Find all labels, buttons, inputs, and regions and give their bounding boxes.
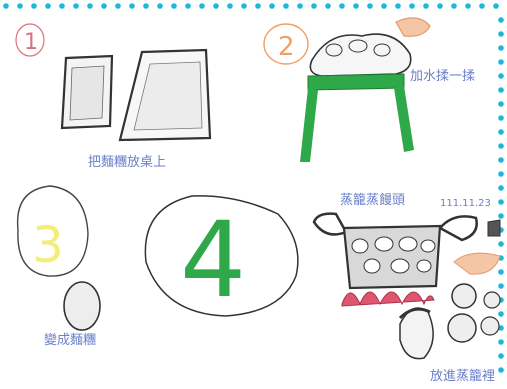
border-dot: [269, 3, 275, 9]
border-dot: [311, 3, 317, 9]
result-title: 蒸籠蒸饅頭: [340, 192, 405, 208]
border-dot: [498, 199, 504, 205]
steamer-result: 蒸籠蒸饅頭 111.11.23 放進蒸籠裡: [312, 192, 501, 384]
border-dot: [409, 3, 415, 9]
border-dot: [498, 157, 504, 163]
border-dot: [493, 3, 499, 9]
step-3: 3 變成麵糰: [16, 185, 101, 348]
border-dot: [199, 3, 205, 9]
border-dot: [213, 3, 219, 9]
step-4-number: 4: [180, 199, 246, 321]
dough-ball: [63, 281, 101, 331]
border-dot: [498, 101, 504, 107]
step-4-number-circle: [144, 195, 299, 317]
border-dot: [241, 3, 247, 9]
border-dot: [498, 367, 504, 373]
border-dot: [3, 3, 9, 9]
border-dot: [395, 3, 401, 9]
border-dot: [59, 3, 65, 9]
border-dot: [498, 185, 504, 191]
border-dot: [101, 3, 107, 9]
border-dot: [479, 3, 485, 9]
step-1: 1 把麵糰放桌上: [15, 23, 212, 170]
border-dot: [157, 3, 163, 9]
step-3-caption: 變成麵糰: [44, 332, 96, 348]
border-dot: [171, 3, 177, 9]
border-dot: [115, 3, 121, 9]
border-dot: [45, 3, 51, 9]
border-dot: [498, 143, 504, 149]
border-dot: [498, 59, 504, 65]
step-3-number: 3: [32, 216, 64, 274]
child-face: [398, 307, 434, 360]
step-1-caption: 把麵糰放桌上: [88, 155, 166, 170]
border-dot: [143, 3, 149, 9]
step-2-caption: 加水揉一揉: [410, 69, 475, 84]
border-dot: [227, 3, 233, 9]
border-dot: [129, 3, 135, 9]
border-dot: [498, 45, 504, 51]
border-dot: [87, 3, 93, 9]
border-dot: [498, 353, 504, 359]
result-date: 111.11.23: [440, 198, 491, 209]
dough-pieces-on-table: [60, 48, 212, 142]
step-2: 2 加水揉一揉: [263, 17, 475, 162]
border-dot: [498, 129, 504, 135]
border-dot: [498, 17, 504, 23]
border-dot: [498, 87, 504, 93]
step-2-number-circle: [263, 23, 309, 65]
border-dot: [498, 283, 504, 289]
border-dot: [31, 3, 37, 9]
step-4: 4: [144, 195, 299, 321]
border-dot: [367, 3, 373, 9]
border-dot: [498, 339, 504, 345]
border-dot: [283, 3, 289, 9]
step-1-number: 1: [24, 30, 38, 55]
steamed-buns: [447, 252, 501, 343]
border-dot: [353, 3, 359, 9]
border-dot: [498, 115, 504, 121]
dough-on-table-with-water: [300, 17, 431, 162]
border-dot: [498, 213, 504, 219]
border-dot: [498, 325, 504, 331]
border-dot: [451, 3, 457, 9]
steamer-basket: [312, 212, 501, 307]
border-dot: [339, 3, 345, 9]
border-dot: [73, 3, 79, 9]
step-2-number: 2: [278, 32, 295, 62]
step-3-number-circle: [16, 185, 89, 277]
border-dot: [423, 3, 429, 9]
border-dot: [381, 3, 387, 9]
dotted-border: [3, 3, 504, 373]
border-dot: [255, 3, 261, 9]
border-dot: [185, 3, 191, 9]
border-dot: [498, 73, 504, 79]
border-dot: [498, 269, 504, 275]
border-dot: [498, 171, 504, 177]
border-dot: [498, 241, 504, 247]
border-dot: [498, 311, 504, 317]
border-dot: [437, 3, 443, 9]
border-dot: [325, 3, 331, 9]
border-dot: [297, 3, 303, 9]
border-dot: [498, 31, 504, 37]
border-dot: [17, 3, 23, 9]
border-dot: [465, 3, 471, 9]
step-1-number-circle: [15, 23, 45, 57]
result-caption: 放進蒸籠裡: [430, 368, 495, 384]
